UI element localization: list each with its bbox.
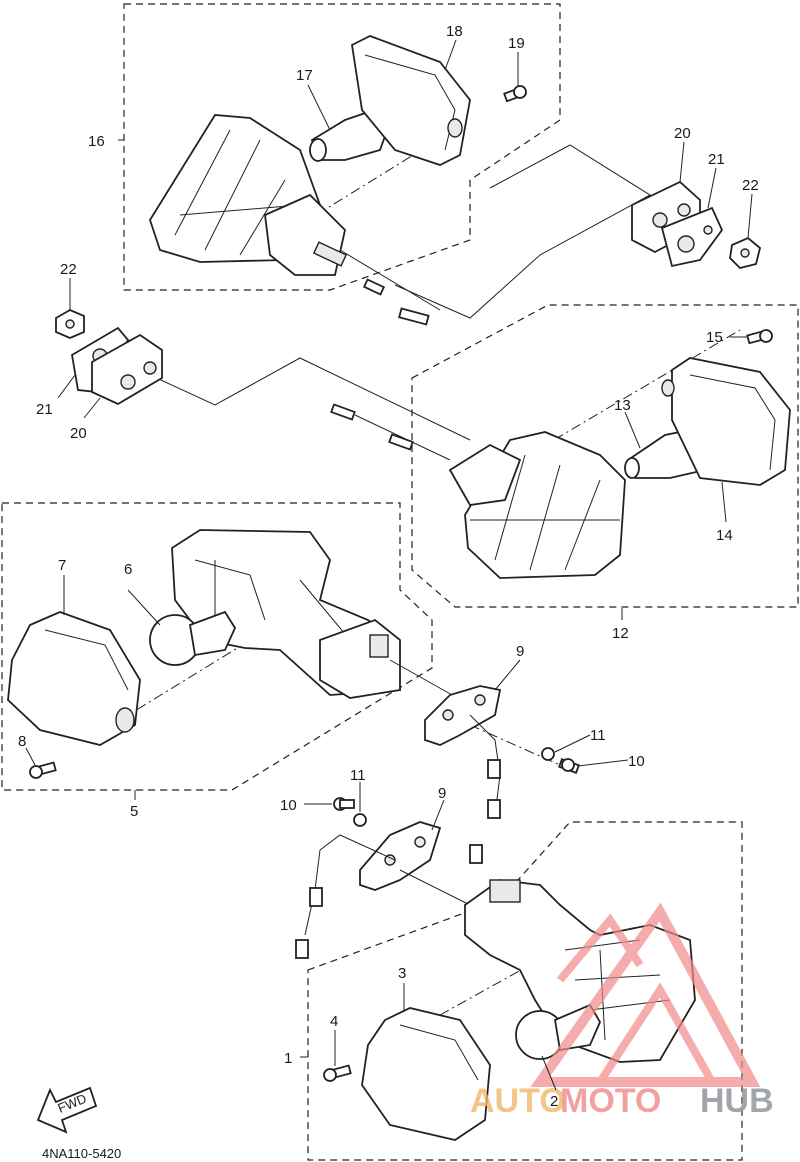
callout-labels: 16 17 18 19 20 21 22 22 21 20 15 13 14 1… (18, 23, 759, 1110)
bolt-10-upper (558, 758, 580, 774)
watermark-logo-icon (530, 902, 761, 1087)
turn-signal-rear-left (149, 114, 441, 326)
nut-22-upper (729, 236, 762, 269)
watermark-part-hub: HUB (700, 1082, 774, 1120)
damper-20-lower (91, 333, 163, 406)
group-16-outline (123, 3, 561, 291)
bracket-9-lower (359, 821, 442, 891)
callout-5: 5 (130, 803, 138, 820)
lens-3 (361, 1007, 491, 1141)
watermark-text: AUTO MOTO HUB (470, 1082, 774, 1120)
group-12-outline (411, 304, 799, 608)
wire-harness-upper (469, 714, 501, 864)
axis-lower (439, 964, 531, 1016)
bolt-10-lower (333, 797, 355, 811)
callout-10-upper: 10 (628, 753, 645, 770)
callout-18: 18 (446, 23, 463, 40)
callout-8: 8 (18, 733, 26, 750)
callout-21-upper: 21 (708, 151, 725, 168)
callout-20-upper: 20 (674, 125, 691, 142)
callout-20-lower: 20 (70, 425, 87, 442)
callout-19: 19 (508, 35, 525, 52)
turn-signal-front-right (464, 879, 696, 1063)
callout-6: 6 (124, 561, 132, 578)
callout-7: 7 (58, 557, 66, 574)
callout-14: 14 (716, 527, 733, 544)
callout-9-upper: 9 (516, 643, 524, 660)
callout-17: 17 (296, 67, 313, 84)
callout-4: 4 (330, 1013, 338, 1030)
callout-15: 15 (706, 329, 723, 346)
screw-19 (503, 85, 527, 103)
group-5-outline (1, 502, 433, 791)
callout-13: 13 (614, 397, 631, 414)
callout-11-lower: 11 (350, 767, 366, 784)
callout-9-lower: 9 (438, 785, 446, 802)
lens-7 (7, 611, 141, 746)
callout-16: 16 (88, 133, 105, 150)
leader-lines (25, 39, 753, 1091)
fwd-arrow-icon: FWD (36, 1086, 98, 1134)
callout-21-lower: 21 (36, 401, 53, 418)
callout-11-upper: 11 (590, 727, 606, 744)
watermark-part-auto: AUTO (470, 1082, 566, 1120)
callout-10-lower: 10 (280, 797, 297, 814)
wiring-route-mid (149, 357, 471, 441)
callout-2: 2 (550, 1093, 558, 1110)
callout-1: 1 (284, 1050, 292, 1067)
screw-15 (746, 329, 773, 345)
callout-22-upper: 22 (742, 177, 759, 194)
lens-14 (661, 357, 791, 486)
screw-4 (323, 1064, 352, 1082)
plate-21-upper (660, 206, 724, 268)
watermark-part-moto: MOTO (560, 1082, 661, 1120)
bulb-6 (149, 610, 237, 666)
diagram-code: 4NA110-5420 (42, 1146, 121, 1161)
nut-22-lower (55, 308, 85, 339)
bulb-17 (309, 106, 389, 162)
wiring-route-top (394, 144, 651, 319)
turn-signal-rear-right (330, 403, 626, 579)
washer-11-lower (353, 813, 367, 827)
wire-harness-lower (295, 834, 471, 959)
turn-signal-front-left (171, 529, 471, 706)
screw-8 (29, 761, 57, 779)
lens-18 (351, 35, 471, 166)
washer-11-upper (541, 747, 555, 761)
callout-12: 12 (612, 625, 629, 642)
callout-22-lower: 22 (60, 261, 77, 278)
bracket-9-upper (424, 685, 502, 746)
callout-3: 3 (398, 965, 406, 982)
